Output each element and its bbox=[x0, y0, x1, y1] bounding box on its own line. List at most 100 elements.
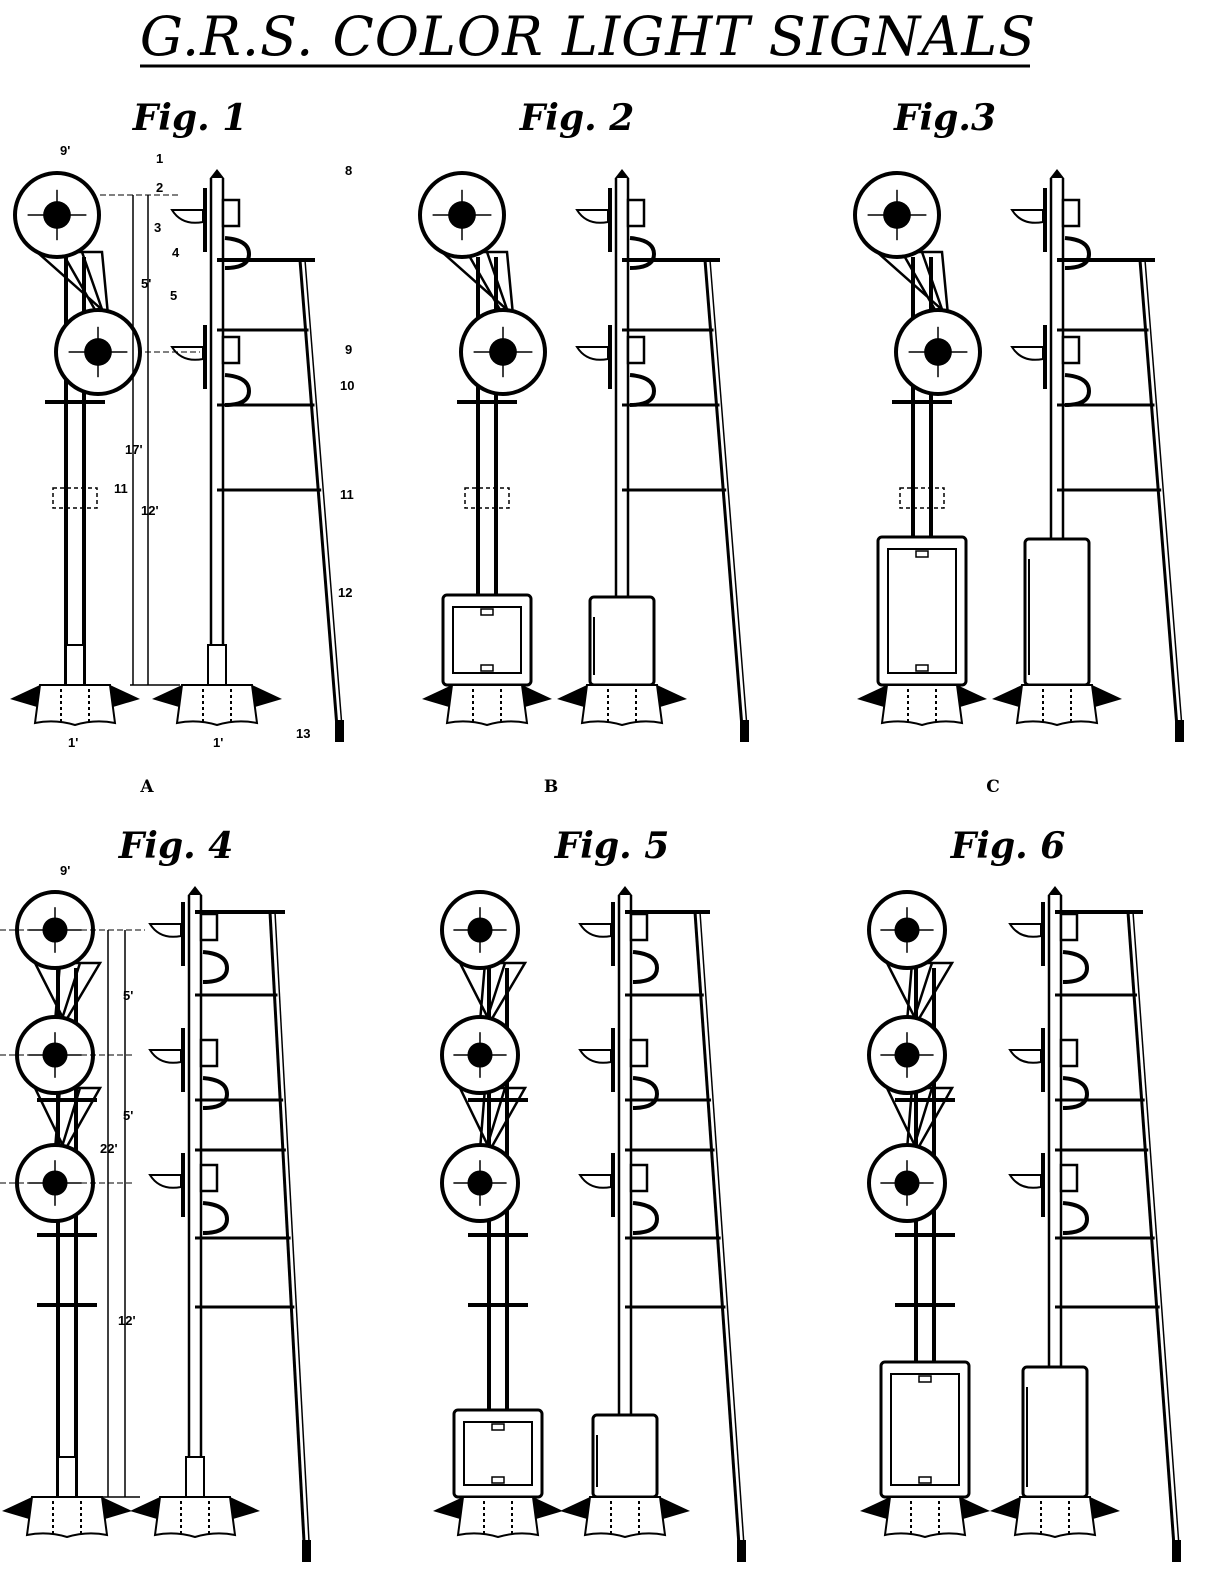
row-label-b: B bbox=[544, 777, 558, 797]
fig1-lamp-housing bbox=[221, 335, 241, 365]
fig2-lamp-housing bbox=[626, 198, 646, 228]
fig6-door-handle bbox=[918, 1375, 932, 1383]
fig3-relay-case bbox=[876, 535, 968, 687]
fig6-bracket bbox=[885, 1086, 955, 1153]
fig6-ladder-hook bbox=[1062, 1201, 1090, 1235]
fig5-ladder-hook bbox=[632, 1201, 660, 1235]
fig4-ground-hatch-left bbox=[2, 1497, 32, 1519]
callout-1: 1 bbox=[156, 151, 163, 166]
fig5-finial bbox=[618, 886, 632, 895]
fig6-sun-hood bbox=[1008, 1049, 1042, 1064]
fig5-foundation bbox=[456, 1496, 540, 1539]
fig3-foundation bbox=[880, 684, 964, 727]
fig3-foundation bbox=[1015, 684, 1099, 727]
fig6-lamp-housing bbox=[1059, 1163, 1079, 1193]
fig5-ground-hatch-right bbox=[660, 1497, 690, 1519]
fig4-ladder-rail bbox=[274, 911, 311, 1561]
row-label-a: A bbox=[139, 777, 154, 797]
fig2-foundation bbox=[580, 684, 664, 727]
fig4-lamp-housing bbox=[199, 1163, 219, 1193]
fig6-ground-hatch-left bbox=[990, 1497, 1020, 1519]
fig5-lamp-housing bbox=[629, 1163, 649, 1193]
callout-12: 12 bbox=[338, 585, 352, 600]
callout-9: 9 bbox=[345, 342, 352, 357]
fig5-bracket bbox=[458, 1086, 528, 1153]
dim-12ft: 12' bbox=[141, 503, 159, 518]
fig2-foundation bbox=[445, 684, 529, 727]
fig3-sun-hood bbox=[1010, 209, 1044, 224]
fig5-side-relay-case bbox=[591, 1413, 659, 1499]
fig2-lamp-housing bbox=[626, 335, 646, 365]
dim-5ft-upper: 5' bbox=[123, 988, 133, 1003]
fig4-lamp-housing bbox=[199, 912, 219, 942]
callout-2: 2 bbox=[156, 180, 163, 195]
dim-9in: 9' bbox=[60, 143, 70, 158]
fig1-foundation bbox=[33, 684, 117, 727]
fig1-side-mast-base bbox=[207, 644, 227, 686]
fig6-foundation bbox=[1013, 1496, 1097, 1539]
fig3-lamp-housing bbox=[1061, 335, 1081, 365]
fig4-ladder-hook bbox=[202, 1076, 230, 1110]
fig4-sun-hood bbox=[148, 1049, 182, 1064]
dim-5ft: 5' bbox=[141, 276, 151, 291]
fig2-ladder-rail bbox=[709, 259, 749, 741]
fig6-ladder-rail bbox=[1132, 911, 1181, 1561]
dim-1ft-side: 1' bbox=[213, 735, 223, 750]
fig3-ground-hatch-right bbox=[957, 685, 987, 707]
fig5-foundation bbox=[583, 1496, 667, 1539]
fig6-ladder-hook bbox=[1062, 950, 1090, 984]
fig5-case-door bbox=[463, 1421, 533, 1486]
fig2-ground-hatch-left bbox=[557, 685, 587, 707]
fig6-bracket bbox=[884, 961, 955, 1025]
fig6-sun-hood bbox=[1008, 923, 1042, 938]
fig1-ground-hatch-right bbox=[252, 685, 282, 707]
fig2-door-handle bbox=[480, 608, 494, 616]
fig6-case-door bbox=[890, 1373, 960, 1486]
dim-5ft-lower: 5' bbox=[123, 1108, 133, 1123]
fig5-ground-hatch-right bbox=[533, 1497, 563, 1519]
fig3-finial bbox=[1050, 169, 1064, 178]
fig6-finial bbox=[1048, 886, 1062, 895]
fig2-ladder-hook bbox=[629, 236, 657, 270]
fig6-foundation bbox=[883, 1496, 967, 1539]
fig3-side-relay-case bbox=[1023, 537, 1091, 687]
fig5-ladder-rail bbox=[699, 911, 746, 1561]
fig4-mast-base bbox=[57, 1456, 77, 1498]
callout-4: 4 bbox=[172, 245, 180, 260]
fig5-ladder-rail bbox=[693, 911, 742, 1561]
fig5-ground-hatch-left bbox=[560, 1497, 590, 1519]
fig1-sun-hood bbox=[170, 346, 204, 361]
callout-5: 5 bbox=[170, 288, 177, 303]
fig3-case-door bbox=[887, 548, 957, 674]
fig4-bracket bbox=[32, 961, 103, 1025]
dim-12ft-fig4: 12' bbox=[118, 1313, 136, 1328]
fig2-ladder-hook bbox=[629, 373, 657, 407]
fig2-case-door bbox=[452, 606, 522, 674]
fig2-ladder-foot bbox=[740, 720, 749, 742]
fig1-ladder-rail bbox=[298, 259, 340, 741]
fig5-sun-hood bbox=[578, 1174, 612, 1189]
fig5-door-handle bbox=[491, 1423, 505, 1431]
fig6-ground-hatch-left bbox=[860, 1497, 890, 1519]
fig1-ground-hatch-left bbox=[152, 685, 182, 707]
fig6-ladder-foot bbox=[1172, 1540, 1181, 1562]
fig4-ladder-foot bbox=[302, 1540, 311, 1562]
fig-5-label: Fig. 5 bbox=[554, 825, 670, 867]
fig5-ground-hatch-left bbox=[433, 1497, 463, 1519]
fig5-ladder-hook bbox=[632, 950, 660, 984]
fig4-side-mast-base bbox=[185, 1456, 205, 1498]
fig3-ladder-rail bbox=[1144, 259, 1184, 741]
fig6-side-relay-case bbox=[1021, 1365, 1089, 1499]
fig6-ground-hatch-right bbox=[1090, 1497, 1120, 1519]
fig4-lamp-housing bbox=[199, 1038, 219, 1068]
fig1-finial bbox=[210, 169, 224, 178]
fig2-ground-hatch-left bbox=[422, 685, 452, 707]
callout-3: 3 bbox=[154, 220, 161, 235]
fig2-ladder-rail bbox=[703, 259, 745, 741]
callout-13: 13 bbox=[296, 726, 310, 741]
fig6-ladder-rail bbox=[1126, 911, 1177, 1561]
fig3-sun-hood bbox=[1010, 346, 1044, 361]
fig-4-label: Fig. 4 bbox=[118, 825, 234, 867]
